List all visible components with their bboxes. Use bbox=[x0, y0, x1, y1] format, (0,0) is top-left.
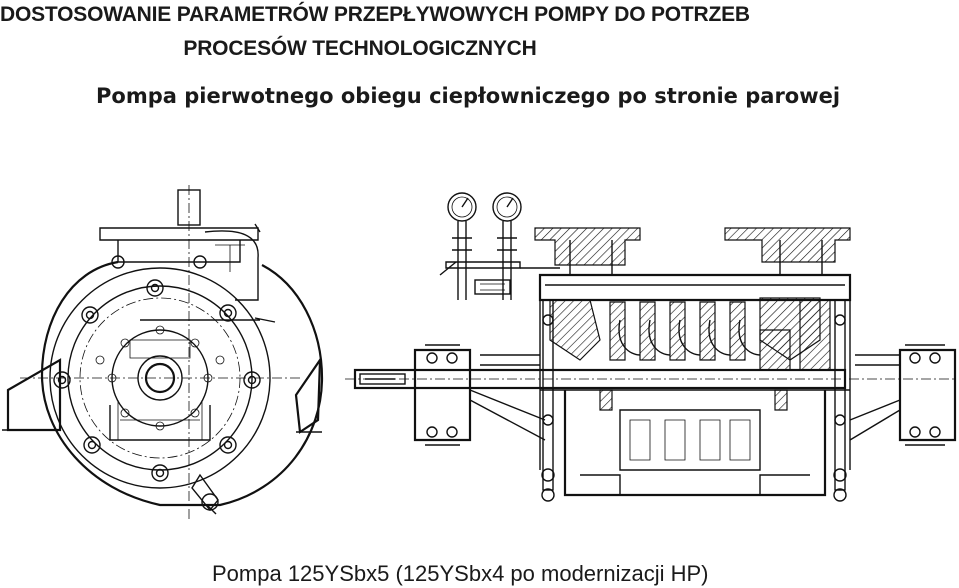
pump-longitudinal-section bbox=[345, 192, 957, 502]
page-title-line-2: PROCESÓW TECHNOLOGICZNYCH bbox=[183, 37, 537, 60]
pump-technical-drawing bbox=[2, 185, 957, 520]
page-subtitle: Pompa pierwotnego obiegu ciepłowniczego … bbox=[96, 84, 841, 108]
page-title-line-1: DOSTOSOWANIE PARAMETRÓW PRZEPŁYWOWYCH PO… bbox=[0, 3, 750, 26]
pressure-gauge-icon bbox=[439, 192, 560, 300]
pump-end-view bbox=[2, 185, 324, 520]
figure-caption: Pompa 125YSbx5 (125YSbx4 po modernizacji… bbox=[212, 561, 709, 586]
